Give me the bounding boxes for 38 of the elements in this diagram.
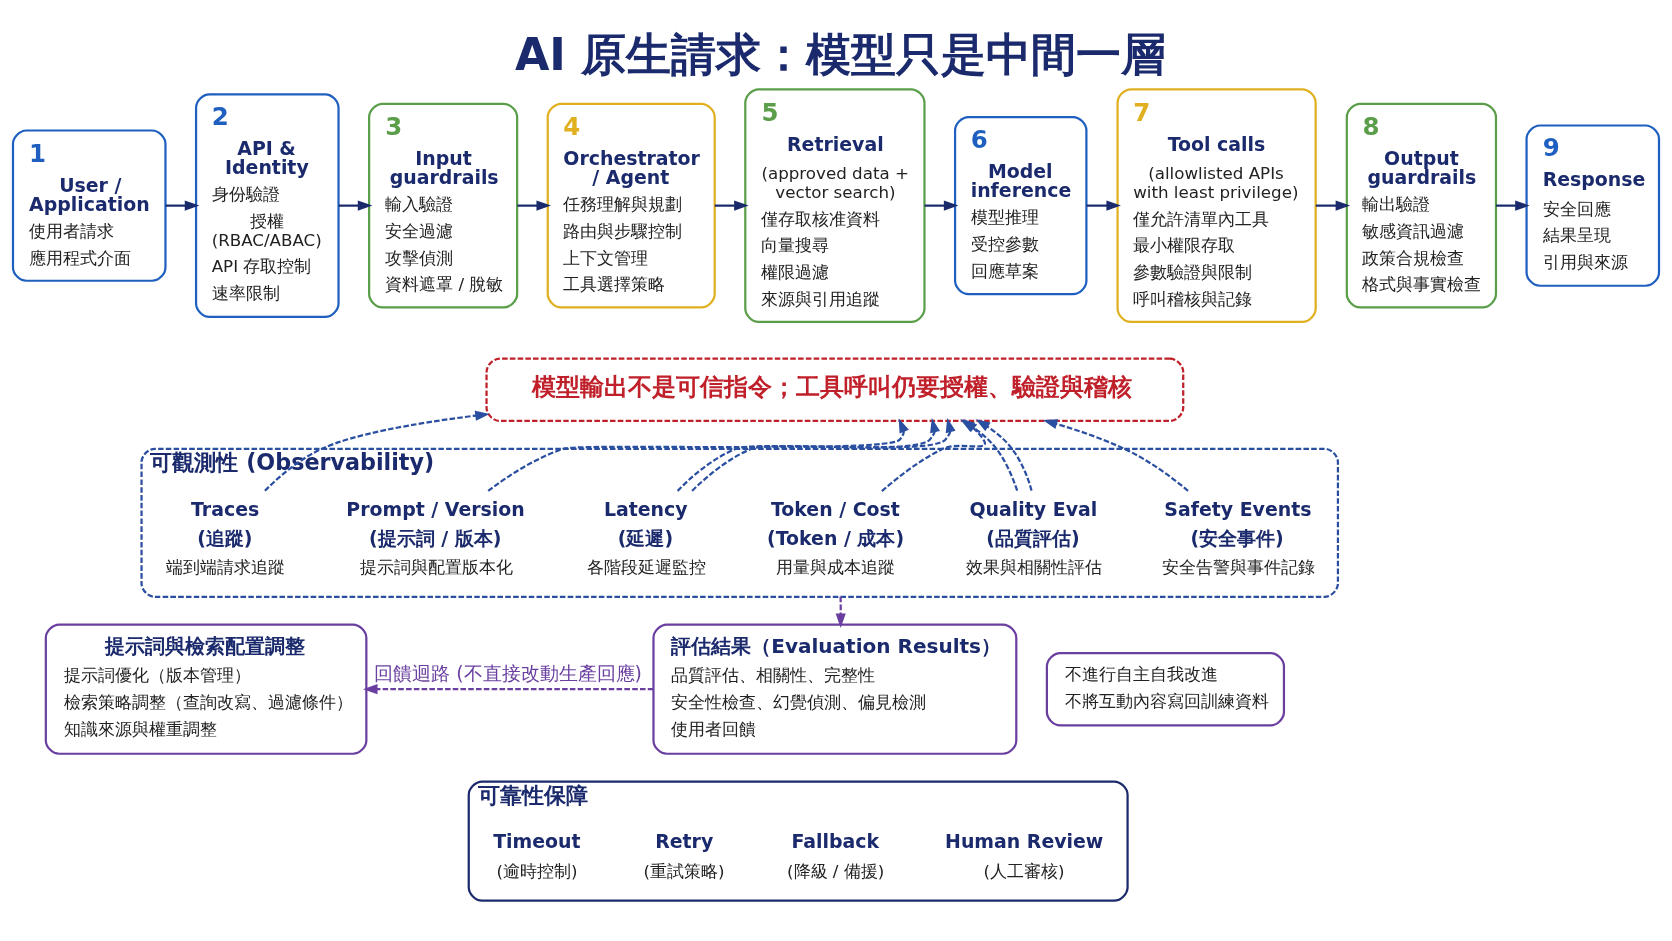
node-text: Retry (重試策略) <box>643 830 725 881</box>
node-box: 6 Model inference 模型推理 受控參數 回應草案 <box>953 116 1088 296</box>
node-text: Fallback (降級 / 備援) <box>787 830 885 881</box>
node-text: Safety Events (安全事件) 安全告警與事件記錄 <box>1162 497 1316 577</box>
node-box: 9 Response 安全回應 結果呈現 引用與來源 <box>1525 124 1661 287</box>
node-box: 2 API & Identity 身份驗證 授權 (RBAC/ABAC) API 存取控制 速率限制 <box>194 93 340 319</box>
arrow <box>975 419 1033 491</box>
arrow <box>165 200 200 211</box>
node-box: 提示詞與檢索配置調整 提示詞優化（版本管理） 檢索策略調整（查詢改寫、過濾條件） 知識來源與權重調整 <box>44 623 368 755</box>
arrow <box>517 200 551 211</box>
node-box: 模型輸出不是可信指令；工具呼叫仍要授權、驗證與稽核 <box>485 357 1185 423</box>
arrow <box>487 418 909 492</box>
arrow <box>338 200 373 211</box>
node-text: Prompt / Version (提示詞 / 版本) 提示詞與配置版本化 <box>346 497 525 577</box>
arrow <box>363 684 654 695</box>
edge-label: 回饋迴路 (不直接改動生產回應) <box>374 661 642 684</box>
arrow <box>924 200 959 211</box>
arrow <box>1315 200 1351 211</box>
node-text: Token / Cost (Token / 成本) 用量與成本追蹤 <box>767 497 905 577</box>
arrow <box>714 200 749 211</box>
arrow <box>1086 200 1121 211</box>
node-text: Human Review (人工審核) <box>945 830 1104 881</box>
diagram-title: AI 原生請求：模型只是中間一層 <box>514 29 1167 81</box>
node-text: Latency (延遲) 各階段延遲監控 <box>586 497 706 577</box>
node-box: 4 Orchestrator / Agent 任務理解與規劃 路由與步驟控制 上下文管理 工具選擇策略 <box>546 102 716 309</box>
node-box: 1 User / Application 使用者請求 應用程式介面 <box>11 129 167 282</box>
node-text: Quality Eval (品質評估) 效果與相關性評估 <box>966 497 1103 577</box>
node-box: 8 Output guardrails 輸出驗證 敏感資訊過濾 政策合規檢查 格式與事實檢查 <box>1345 102 1498 309</box>
node-text: Traces (追蹤) 端到端請求追蹤 <box>166 497 286 577</box>
node-box: 3 Input guardrails 輸入驗證 安全過濾 攻擊偵測 資料遮罩 / 脫敏 <box>368 102 519 309</box>
node-box: 評估結果（Evaluation Results） 品質評估、相關性、完整性 安全性檢查、幻覺偵測、偏見檢測 使用者回饋 <box>652 623 1018 755</box>
node-box: 不進行自主自我改進 不將互動內容寫回訓練資料 <box>1045 651 1286 727</box>
node-box: 7 Tool calls (allowlisted APIs with least privilege) 僅允許清單內工具 最小權限存取 參數驗證與限制 呼叫稽核與記錄 <box>1116 88 1317 324</box>
node-box: 5 Retrieval (approved data + vector search) 僅存取核准資料 向量搜尋 權限過濾 來源與引用追蹤 <box>744 88 926 324</box>
arrow <box>1496 200 1530 211</box>
node-text: Timeout (逾時控制) <box>493 830 581 881</box>
arrow <box>835 596 846 628</box>
arrow <box>1042 419 1189 492</box>
